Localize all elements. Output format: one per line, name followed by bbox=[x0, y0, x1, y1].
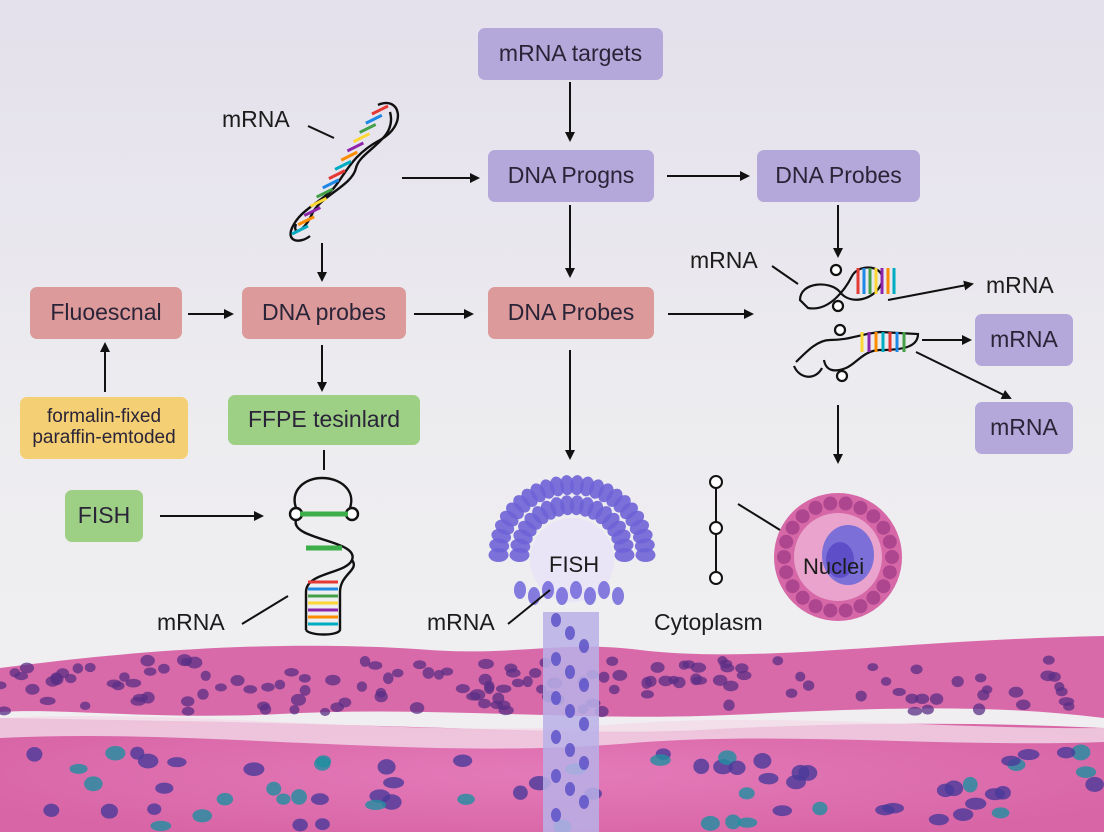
dna-probes-top-box: DNA Probes bbox=[757, 150, 920, 202]
dna-probes-left-label: DNA probes bbox=[261, 299, 386, 326]
dna-probe-ladder bbox=[288, 476, 360, 636]
mrna-box-2: mRNA bbox=[975, 402, 1073, 454]
dna-progns-label: DNA Progns bbox=[507, 162, 635, 189]
tissue-nuclei bbox=[0, 654, 1104, 832]
label-nuclei: Nuclei bbox=[803, 554, 865, 579]
fish-box: FISH bbox=[65, 490, 143, 542]
label-mrna-top-left: mRNA bbox=[222, 106, 290, 132]
mrna-targets-label: mRNA targets bbox=[498, 40, 643, 67]
arrows bbox=[100, 82, 1012, 625]
cytoplasm-chain bbox=[709, 475, 723, 585]
fluoescnal-label: Fluoescnal bbox=[50, 299, 162, 326]
dna-helix-top bbox=[289, 101, 399, 242]
dna-probes-center-label: DNA Probes bbox=[507, 299, 635, 326]
arrow-to-mrna-text bbox=[887, 280, 974, 301]
nuclei-cell-illustration bbox=[774, 493, 902, 621]
ffpe-box: FFPE tesinlard bbox=[228, 395, 420, 445]
tissue-layer bbox=[0, 636, 1104, 832]
dna-probes-center-box: DNA Probes bbox=[488, 287, 654, 339]
mrna-box-1: mRNA bbox=[975, 314, 1073, 366]
formalin-box: formalin-fixed paraffin-emtoded bbox=[20, 397, 188, 459]
leader-mrna-bottom-center bbox=[507, 589, 551, 625]
leader-mrna-bottom-left bbox=[241, 595, 289, 625]
mrna-box-1-label: mRNA bbox=[990, 326, 1058, 353]
label-mrna-bottom-center: mRNA bbox=[427, 609, 495, 635]
fish-box-label: FISH bbox=[77, 502, 131, 529]
mrna-hybrid-illustration bbox=[792, 263, 920, 383]
label-mrna-right-out: mRNA bbox=[986, 272, 1054, 298]
fish-cell-illustration bbox=[488, 475, 656, 832]
label-mrna-bottom-left: mRNA bbox=[157, 609, 225, 635]
label-mrna-right: mRNA bbox=[690, 247, 758, 273]
leader-mrna-top bbox=[307, 125, 335, 139]
leader-mrna-right bbox=[771, 265, 799, 285]
mrna-targets-box: mRNA targets bbox=[478, 28, 663, 80]
formalin-line2: paraffin-emtoded bbox=[32, 427, 176, 448]
mrna-box-2-label: mRNA bbox=[990, 414, 1058, 441]
formalin-line1: formalin-fixed bbox=[46, 406, 162, 428]
dna-probes-top-label: DNA Probes bbox=[775, 162, 902, 189]
label-cytoplasm: Cytoplasm bbox=[654, 609, 763, 635]
ffpe-label: FFPE tesinlard bbox=[247, 406, 401, 433]
fluoescnal-box: Fluoescnal bbox=[30, 287, 182, 339]
label-fish-cell: FISH bbox=[549, 552, 600, 577]
arrow-to-mrna-box2 bbox=[915, 351, 1012, 399]
dna-probes-left-box: DNA probes bbox=[242, 287, 406, 339]
leader-cytoplasm bbox=[737, 503, 781, 531]
dna-progns-box: DNA Progns bbox=[488, 150, 654, 202]
